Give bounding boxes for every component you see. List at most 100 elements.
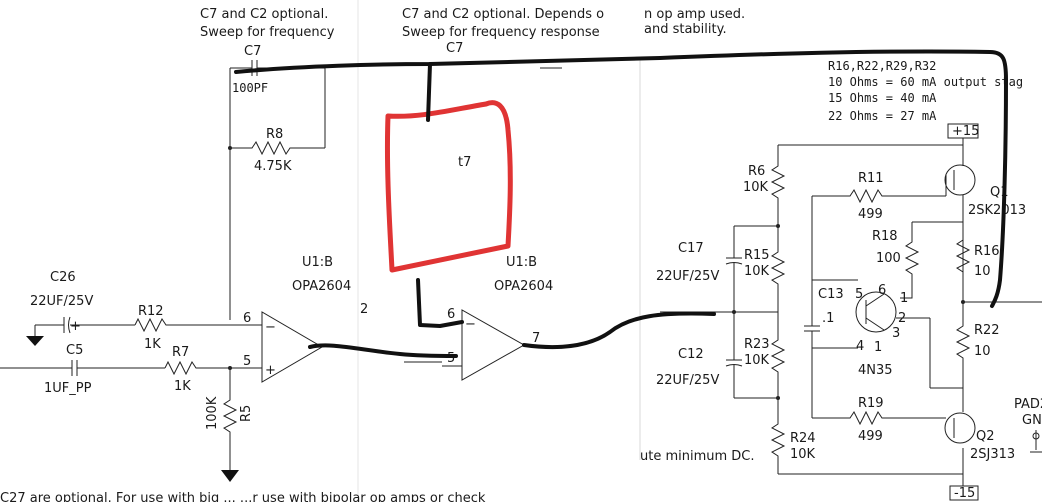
marker-drop-top — [426, 62, 432, 122]
r6-resistor — [770, 145, 786, 226]
node-dot-r8 — [228, 146, 232, 150]
output-note-line1: R16,R22,R29,R32 — [828, 59, 936, 73]
r24-resistor — [770, 398, 786, 474]
opamp-mid-pin7: 7 — [532, 331, 540, 346]
r11-value: 499 — [858, 207, 883, 222]
r7-value: 1K — [174, 379, 191, 394]
c7-left-value: 100PF — [232, 81, 268, 95]
output-note-line2: 10 Ohms = 60 mA output stag — [828, 75, 1023, 89]
q2-part: 2SJ313 — [970, 447, 1015, 462]
opto-pin5: 5 — [855, 287, 863, 302]
r16-value: 10 — [974, 264, 991, 279]
red-scribble-box — [384, 100, 513, 273]
r15-resistor — [770, 226, 786, 312]
rail-neg-label: -15 — [954, 486, 975, 501]
r11-resistor — [812, 188, 946, 204]
rail-neg-box — [949, 485, 979, 501]
opamp-left — [261, 311, 323, 383]
c26-value: 22UF/25V — [30, 294, 93, 309]
note-top-right-1: n op amp used. — [644, 7, 745, 22]
r16-resistor — [955, 239, 971, 273]
q1-part: 2SK2013 — [968, 203, 1026, 218]
r12-label: R12 — [138, 304, 164, 319]
ground-symbol-left — [26, 336, 44, 346]
r15-label: R15 — [744, 248, 770, 263]
pad-sub: GN — [1022, 413, 1042, 428]
c12-label: C12 — [678, 347, 704, 362]
r19-label: R19 — [858, 396, 884, 411]
c7-left-label: C7 — [244, 44, 261, 59]
c5-label: C5 — [66, 343, 83, 358]
marker-drop-bottom — [416, 278, 464, 328]
note-top-right-2: and stability. — [644, 22, 727, 37]
r23-value: 10K — [744, 353, 770, 368]
r18-resistor — [900, 222, 920, 299]
r5-label: R5 — [239, 405, 254, 422]
q1-mosfet — [944, 164, 976, 196]
note-top-mid-1: C7 and C2 optional. Depends o — [402, 7, 604, 22]
c17-value: 22UF/25V — [656, 269, 719, 284]
scribble-text: t7 — [458, 155, 471, 170]
opamp-mid-minus: − — [465, 317, 476, 332]
r18-label: R18 — [872, 229, 898, 244]
marker-output-link — [522, 311, 716, 350]
r8-value: 4.75K — [254, 159, 292, 174]
note-top-left-2: Sweep for frequency — [200, 25, 335, 40]
r24-label: R24 — [790, 431, 816, 446]
r11-label: R11 — [858, 171, 884, 186]
rail-pos-label: +15 — [952, 124, 979, 139]
r15-value: 10K — [744, 264, 770, 279]
r7-resistor — [164, 360, 262, 376]
c12-plate-b — [725, 364, 743, 367]
c12-value: 22UF/25V — [656, 373, 719, 388]
ground-symbol-bottom — [221, 470, 239, 482]
opamp-mid-pin6: 6 — [447, 307, 455, 322]
c26-plate-b — [68, 316, 71, 334]
node-dot-input — [732, 310, 736, 314]
opto-pin4: 4 — [856, 339, 864, 354]
marker-feedback-line — [234, 49, 1008, 308]
note-top-left-1: C7 and C2 optional. — [200, 7, 328, 22]
c7-mid-label: C7 — [446, 41, 463, 56]
c5-value: 1UF_PP — [44, 381, 92, 396]
r22-resistor — [955, 302, 971, 412]
r24-value: 10K — [790, 447, 816, 462]
pad-label: PAD2 — [1014, 397, 1042, 412]
u1b-left-label: U1:B — [302, 255, 333, 270]
r12-value: 1K — [144, 337, 161, 352]
r18-value: 100 — [876, 251, 901, 266]
r23-label: R23 — [744, 337, 770, 352]
opamp-left-pin5: 5 — [243, 354, 251, 369]
opto-pin1b: 1 — [874, 340, 882, 355]
note-bottom-mid: ute minimum DC. — [640, 449, 755, 464]
r19-value: 499 — [858, 429, 883, 444]
c26-label: C26 — [50, 270, 76, 285]
r5-value: 100K — [205, 396, 220, 430]
r12-resistor — [134, 317, 230, 333]
c13-label: C13 — [818, 287, 844, 302]
u1b-mid-part: OPA2604 — [494, 279, 553, 294]
r23-resistor — [770, 312, 786, 398]
r5-resistor — [222, 368, 238, 470]
r7-label: R7 — [172, 345, 189, 360]
opto-part: 4N35 — [858, 363, 893, 378]
opto-pin6: 6 — [878, 283, 886, 298]
c13-value: .1 — [822, 311, 834, 326]
c17-plate-b — [725, 262, 743, 265]
opamp-left-minus: − — [265, 320, 276, 335]
output-note-line4: 22 Ohms = 27 mA — [828, 109, 937, 123]
q2-mosfet — [944, 412, 976, 444]
marker-mid-link — [308, 343, 458, 358]
pad-terminal — [1032, 432, 1040, 440]
note-bottom-left: C27 are optional. For use with big ... .… — [0, 491, 486, 502]
opamp-left-plus: + — [265, 363, 276, 378]
c26-plus: + — [70, 319, 81, 334]
note-top-mid-2: Sweep for frequency response — [402, 25, 600, 40]
u1b-left-pin2: 2 — [360, 302, 368, 317]
opto-pin3: 3 — [892, 326, 900, 341]
output-note-line3: 15 Ohms = 40 mA — [828, 91, 937, 105]
r22-value: 10 — [974, 344, 991, 359]
r6-label: R6 — [748, 164, 765, 179]
